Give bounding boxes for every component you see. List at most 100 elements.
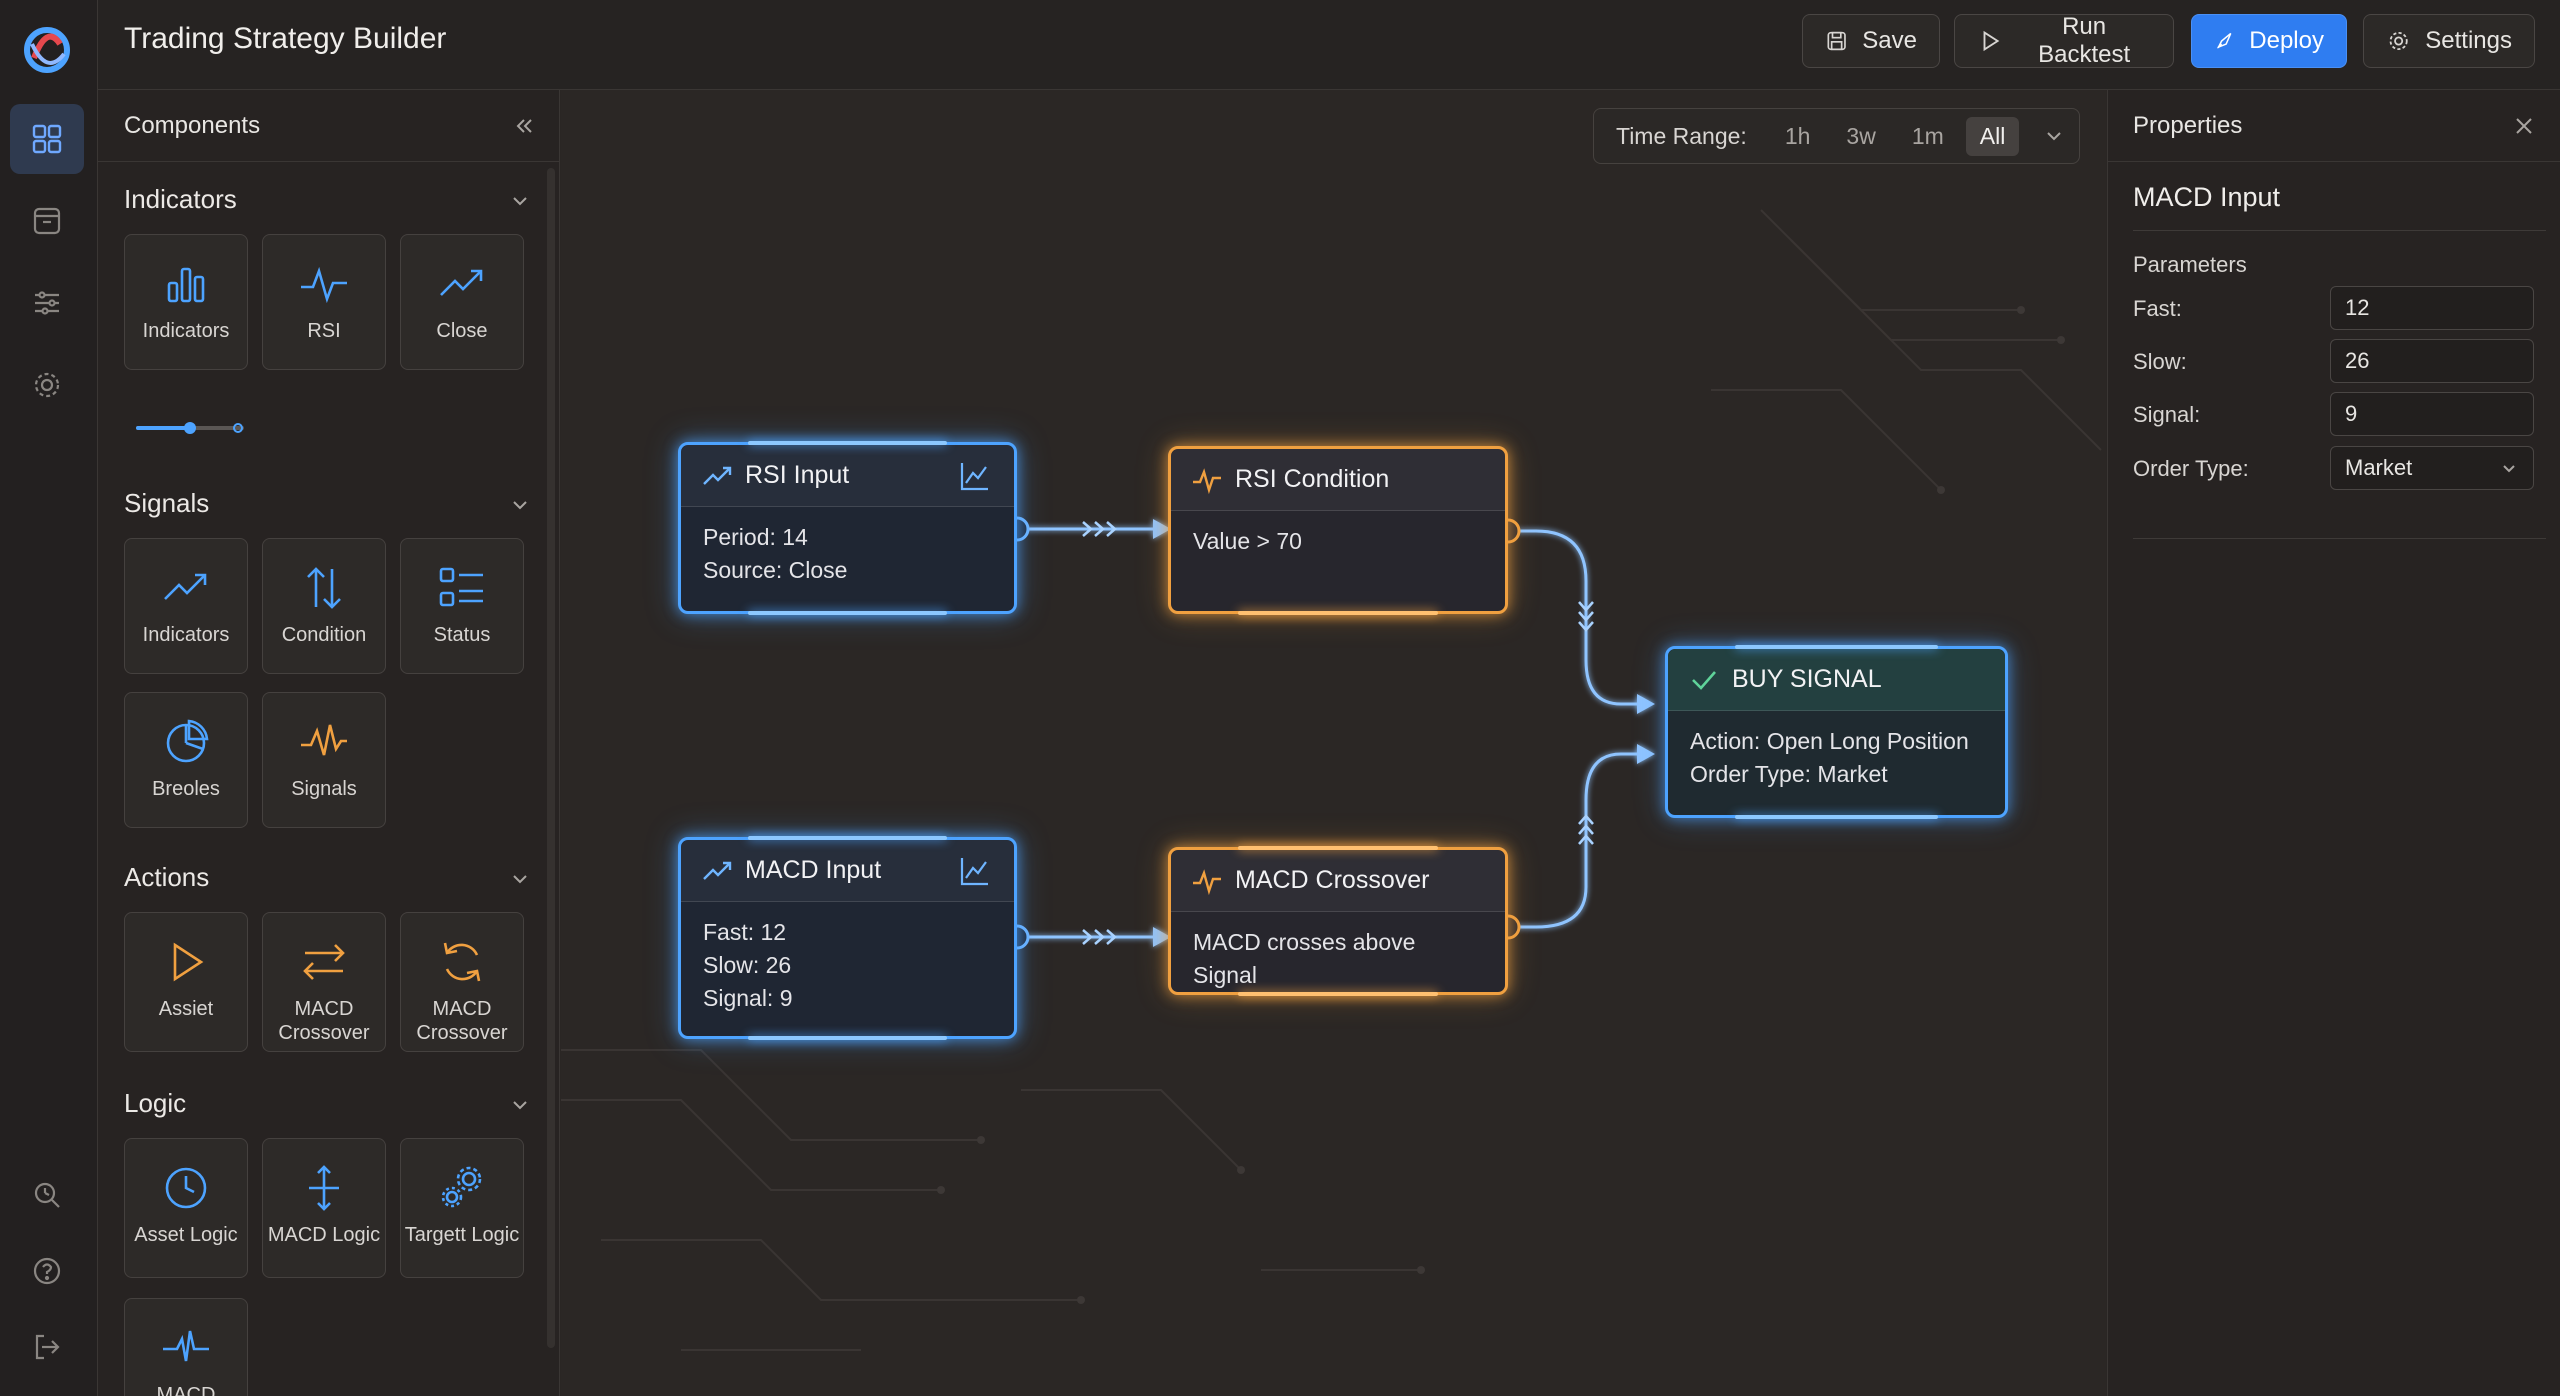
app-title: Trading Strategy Builder: [124, 22, 447, 55]
app-logo-icon: [24, 27, 70, 73]
divider: [2133, 538, 2546, 539]
tile-assiet[interactable]: Assiet: [124, 912, 248, 1052]
zoom-slider[interactable]: [134, 418, 246, 438]
time-range-selector: Time Range: 1h 3w 1m All: [1593, 108, 2080, 164]
signal-icon: [301, 724, 347, 756]
archive-nav-button[interactable]: [10, 186, 84, 256]
arrows-up-down-icon: [307, 567, 341, 609]
check-icon: [1692, 670, 1716, 690]
pie-chart-icon: [166, 719, 209, 763]
tile-label: MACD: [156, 1384, 216, 1396]
node-glow: [1735, 815, 1938, 819]
node-title: RSI Condition: [1235, 465, 1390, 493]
tile-targett-logic[interactable]: Targett Logic: [400, 1138, 524, 1278]
node-header: BUY SIGNAL: [1668, 649, 2005, 711]
logout-nav-button[interactable]: [10, 1312, 84, 1382]
pulse-icon: [1193, 467, 1221, 494]
node-glow: [1237, 611, 1439, 615]
refresh-icon: [443, 942, 481, 982]
properties-title: Properties: [2133, 112, 2243, 139]
node-glow: [747, 441, 948, 445]
tile-breoles[interactable]: Breoles: [124, 692, 248, 828]
properties-panel: Properties MACD Input Parameters Fast: S…: [2107, 90, 2560, 1396]
tile-condition[interactable]: Condition: [262, 538, 386, 674]
deploy-button[interactable]: Deploy: [2191, 14, 2347, 68]
tile-rsi[interactable]: RSI: [262, 234, 386, 370]
time-range-option-all[interactable]: All: [1965, 116, 2020, 156]
fast-field[interactable]: [2330, 286, 2534, 330]
swap-icon: [303, 944, 345, 980]
tile-label: Close: [436, 320, 488, 342]
node-glow: [747, 1036, 948, 1040]
tile-macd-crossover-2[interactable]: MACD Crossover: [400, 912, 524, 1052]
filters-nav-button[interactable]: [10, 268, 84, 338]
time-range-option-3w[interactable]: 3w: [1846, 122, 1876, 149]
node-body: MACD crosses above Signal: [1171, 912, 1505, 1006]
node-glow: [747, 836, 948, 840]
pulse-icon: [301, 266, 347, 304]
chevron-down-icon[interactable]: [2043, 125, 2065, 147]
parameters-heading: Parameters: [2133, 252, 2247, 277]
components-title: Components: [124, 112, 261, 139]
line-chart-icon[interactable]: [958, 854, 992, 888]
save-label: Save: [1862, 27, 1917, 54]
clock-icon: [165, 1167, 207, 1209]
strategy-canvas[interactable]: Time Range: 1h 3w 1m All RSI Input Perio…: [561, 90, 2106, 1396]
tile-asset-logic[interactable]: Asset Logic: [124, 1138, 248, 1278]
close-icon[interactable]: [2512, 114, 2536, 138]
tile-macd-logic[interactable]: MACD Logic: [262, 1138, 386, 1278]
run-backtest-label: Run Backtest: [2038, 13, 2131, 68]
node-body: Action: Open Long Position Order Type: M…: [1668, 711, 2005, 805]
settings-nav-button[interactable]: [10, 350, 84, 420]
tile-close[interactable]: Close: [400, 234, 524, 370]
node-rsi-condition[interactable]: RSI Condition Value > 70: [1168, 446, 1508, 615]
fast-label: Fast:: [2133, 296, 2182, 321]
save-icon: [1827, 31, 1846, 51]
chevron-down-icon[interactable]: [509, 868, 531, 890]
node-rsi-input[interactable]: RSI Input Period: 14 Source: Close: [678, 441, 1017, 615]
run-backtest-button[interactable]: Run Backtest: [1954, 13, 2174, 68]
node-macd-input[interactable]: MACD Input Fast: 12 Slow: 26 Signal: 9: [678, 836, 1017, 1040]
settings-button[interactable]: Settings: [2363, 14, 2535, 68]
rocket-icon: [2216, 32, 2232, 49]
properties-header: Properties: [2108, 90, 2560, 162]
trend-up-icon: [703, 466, 732, 485]
gear-icon: [34, 372, 60, 398]
help-nav-button[interactable]: [10, 1236, 84, 1306]
node-line: MACD crosses above Signal: [1193, 929, 1416, 988]
chevron-down-icon[interactable]: [509, 190, 531, 212]
node-line: Slow: 26: [703, 952, 792, 978]
deploy-label: Deploy: [2249, 27, 2324, 54]
builder-nav-button[interactable]: [10, 104, 84, 174]
line-chart-icon[interactable]: [958, 459, 992, 493]
tile-label: Assiet: [158, 998, 214, 1020]
pulse-icon: [163, 1330, 209, 1362]
search-nav-button[interactable]: [10, 1160, 84, 1230]
order-type-select[interactable]: Market: [2330, 446, 2534, 490]
node-macd-crossover[interactable]: MACD Crossover MACD crosses above Signal: [1168, 846, 1508, 996]
components-header: Components: [98, 90, 559, 162]
tile-macd[interactable]: MACD: [124, 1298, 248, 1396]
node-buy-signal[interactable]: BUY SIGNAL Action: Open Long Position Or…: [1665, 645, 2008, 819]
tile-macd-crossover[interactable]: MACD Crossover: [262, 912, 386, 1052]
node-body: Fast: 12 Slow: 26 Signal: 9: [681, 902, 1014, 1029]
time-range-option-1h[interactable]: 1h: [1784, 122, 1811, 149]
node-header: MACD Crossover: [1171, 850, 1505, 912]
signal-field[interactable]: [2330, 392, 2534, 436]
time-range-option-1m[interactable]: 1m: [1911, 122, 1944, 149]
chevron-down-icon[interactable]: [509, 1094, 531, 1116]
tile-signals-indicators[interactable]: Indicators: [124, 538, 248, 674]
collapse-panel-icon[interactable]: [509, 112, 537, 140]
tile-status[interactable]: Status: [400, 538, 524, 674]
save-button[interactable]: Save: [1802, 14, 1940, 68]
components-scrollbar[interactable]: [547, 168, 555, 1348]
slow-field[interactable]: [2330, 339, 2534, 383]
tile-indicators[interactable]: Indicators: [124, 234, 248, 370]
pulse-icon: [1193, 868, 1221, 895]
chevron-down-icon[interactable]: [509, 494, 531, 516]
node-line: Order Type: Market: [1690, 761, 1888, 787]
node-header: RSI Condition: [1171, 449, 1505, 511]
tile-label: Signals: [291, 778, 357, 800]
tile-signals[interactable]: Signals: [262, 692, 386, 828]
node-body: Value > 70: [1171, 511, 1505, 572]
